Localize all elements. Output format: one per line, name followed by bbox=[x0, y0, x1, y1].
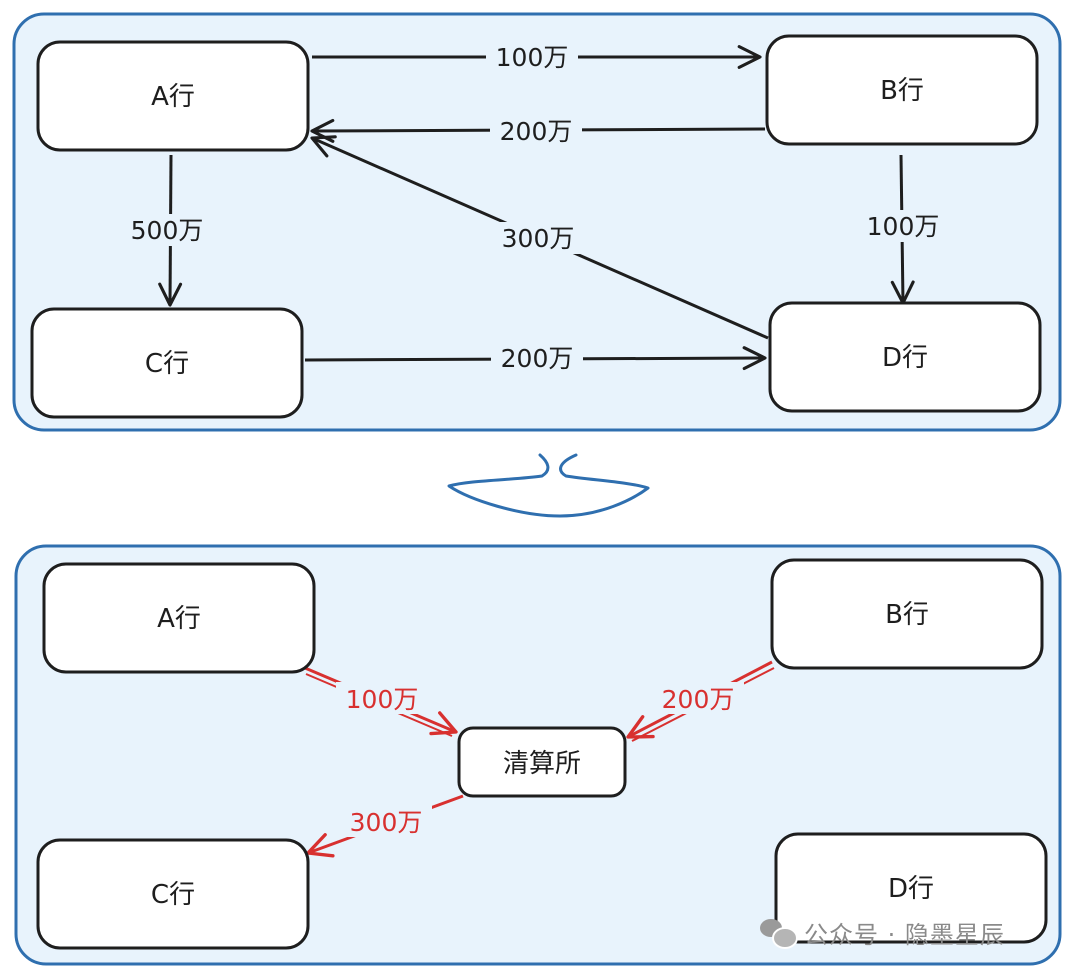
bottom-node-a: A行 bbox=[42, 562, 316, 674]
bottom-panel: 100万 200万 300万 A行 B行 清算所 C行 bbox=[14, 544, 1062, 966]
top-node-d: D行 bbox=[768, 301, 1042, 413]
top-node-c: C行 bbox=[30, 307, 304, 419]
node-label: B行 bbox=[880, 76, 924, 106]
top-node-b: B行 bbox=[765, 34, 1039, 146]
edge-label: 100万 bbox=[346, 685, 419, 714]
node-box bbox=[30, 307, 304, 419]
top-edge-b-to-d: 100万 bbox=[858, 154, 950, 305]
node-label: A行 bbox=[151, 82, 195, 112]
node-box bbox=[457, 726, 627, 798]
top-edge-a-to-c: 500万 bbox=[122, 154, 214, 307]
top-panel: 100万 200万 500万 300万 100万 200万 bbox=[12, 12, 1062, 432]
watermark-text: 公众号 · 隐墨星辰 bbox=[804, 920, 1005, 949]
node-label: 清算所 bbox=[503, 749, 581, 779]
node-label: C行 bbox=[145, 349, 189, 379]
node-box bbox=[36, 838, 310, 950]
edge-label: 200万 bbox=[662, 685, 735, 714]
node-label: D行 bbox=[888, 874, 934, 904]
transform-arrow-icon bbox=[447, 453, 650, 518]
edge-label: 500万 bbox=[131, 216, 204, 245]
node-box bbox=[768, 301, 1042, 413]
node-box bbox=[770, 558, 1044, 670]
edge-label: 300万 bbox=[502, 224, 575, 253]
node-label: B行 bbox=[885, 600, 929, 630]
watermark: 公众号 · 隐墨星辰 bbox=[760, 912, 1005, 952]
node-label: A行 bbox=[157, 604, 201, 634]
node-label: D行 bbox=[882, 343, 928, 373]
edge-label: 100万 bbox=[496, 43, 569, 72]
bottom-node-clearing: 清算所 bbox=[457, 726, 627, 798]
edge-label: 200万 bbox=[501, 344, 574, 373]
bottom-edge-clearing-to-c: 300万 bbox=[306, 794, 464, 858]
edge-label: 200万 bbox=[500, 117, 573, 146]
top-edge-d-to-a: 300万 bbox=[310, 135, 769, 340]
node-box bbox=[36, 40, 310, 152]
wechat-icon bbox=[760, 917, 798, 949]
top-node-a: A行 bbox=[36, 40, 310, 152]
bottom-node-c: C行 bbox=[36, 838, 310, 950]
node-box bbox=[765, 34, 1039, 146]
bottom-edge-a-to-clearing: 100万 bbox=[304, 666, 458, 737]
top-edge-c-to-d: 200万 bbox=[304, 342, 767, 374]
bottom-edge-b-to-clearing: 200万 bbox=[626, 660, 775, 742]
top-edge-b-to-a: 200万 bbox=[310, 115, 766, 147]
edge-label: 300万 bbox=[350, 808, 423, 837]
node-box bbox=[774, 832, 1048, 944]
node-label: C行 bbox=[151, 880, 195, 910]
bottom-node-d: D行 bbox=[774, 832, 1048, 944]
bottom-node-b: B行 bbox=[770, 558, 1044, 670]
node-box bbox=[42, 562, 316, 674]
edge-label: 100万 bbox=[867, 212, 940, 241]
top-edge-a-to-b: 100万 bbox=[312, 41, 762, 73]
